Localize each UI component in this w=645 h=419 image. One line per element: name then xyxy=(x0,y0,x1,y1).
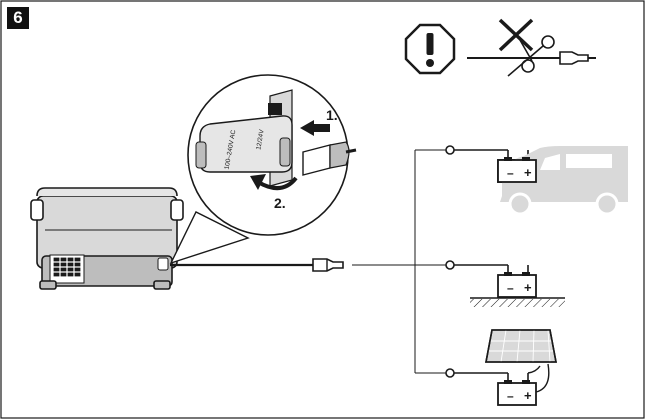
insert-arrow-icon xyxy=(300,120,330,136)
step-1-label: 1. xyxy=(326,107,338,123)
solar-panel-icon xyxy=(485,329,557,363)
callout-wedge xyxy=(169,211,250,265)
no-cutting-cable-icon xyxy=(467,18,596,77)
battery-icon xyxy=(497,382,537,406)
battery-plus-label-van: + xyxy=(524,165,532,180)
warning-octagon-icon xyxy=(404,23,456,75)
battery-minus-label-ground: – xyxy=(507,281,514,295)
source-connector-lines xyxy=(352,149,446,374)
rotate-arrow-icon xyxy=(250,174,266,190)
step-2-label: 2. xyxy=(274,195,286,211)
source-solar: – + xyxy=(445,329,557,406)
battery-plus-label-ground: + xyxy=(524,280,532,295)
figure-number-badge: 6 xyxy=(7,7,29,29)
socket-dc-label: 12/24V xyxy=(255,128,266,150)
battery-minus-label-van: – xyxy=(507,166,514,180)
source-ground: – + xyxy=(445,260,565,307)
cooler-box xyxy=(30,187,184,290)
battery-icon xyxy=(497,274,537,298)
cigarette-plug-icon xyxy=(312,258,344,272)
battery-minus-label-solar: – xyxy=(507,389,514,403)
source-van: – + – + xyxy=(445,145,628,216)
battery-plus-label-solar: + xyxy=(524,388,532,403)
detail-callout: 100–240V AC 12/24V 1. 2. xyxy=(187,74,357,236)
cable-plug xyxy=(170,258,344,272)
